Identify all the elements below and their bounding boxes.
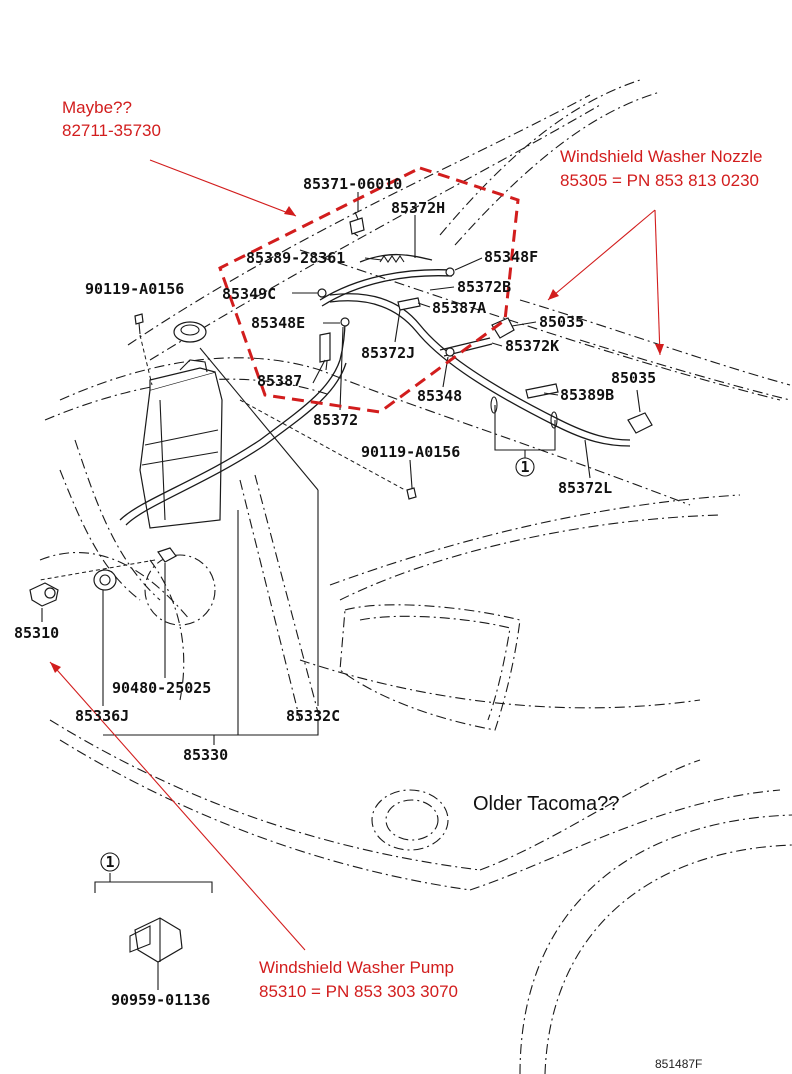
- part-label-85372: 85372: [313, 411, 358, 429]
- part-label-85387A: 85387A: [432, 299, 486, 317]
- part-label-85372K: 85372K: [505, 337, 559, 355]
- figure-code: 851487F: [655, 1057, 702, 1071]
- leader-lines: [41, 192, 641, 745]
- clip-bracket: [94, 881, 213, 893]
- part-label-90959-01136: 90959-01136: [111, 991, 210, 1009]
- washer-tank: [139, 359, 223, 529]
- note-pump-part-number: 85310 = PN 853 303 3070: [259, 982, 458, 1001]
- callout-circle: [100, 852, 120, 872]
- part-label-85336J: 85336J: [75, 707, 129, 725]
- nozzle-icon: [491, 317, 515, 339]
- part-label-90119-A0156: 90119-A0156: [85, 280, 184, 298]
- note-older-tacoma: Older Tacoma??: [473, 793, 619, 815]
- part-label-85332C: 85332C: [286, 707, 340, 725]
- grommet-icon: [93, 569, 117, 591]
- part-label-85035: 85035: [611, 369, 656, 387]
- note-maybe: Maybe??: [62, 98, 132, 117]
- part-label-85372J: 85372J: [361, 344, 415, 362]
- part-label-85348: 85348: [417, 387, 462, 405]
- red-annotations: [49, 159, 664, 951]
- part-label-85389B: 85389B: [560, 386, 614, 404]
- note-nozzle-title: Windshield Washer Nozzle: [560, 147, 763, 166]
- dotted-leaders: [39, 334, 406, 581]
- callout-number: 1: [520, 458, 529, 476]
- part-label-90119-A0156: 90119-A0156: [361, 443, 460, 461]
- part-label-85372L: 85372L: [558, 479, 612, 497]
- part-label-85035: 85035: [539, 313, 584, 331]
- part-label-85371-06010: 85371-06010: [303, 175, 402, 193]
- part-label-85348E: 85348E: [251, 314, 305, 332]
- washer-pump-icon: [29, 582, 59, 607]
- part-label-90480-25025: 90480-25025: [112, 679, 211, 697]
- part-label-85389-28361: 85389-28361: [246, 249, 345, 267]
- clip-callout-bracket: [490, 396, 558, 458]
- connector-icons: [317, 267, 455, 357]
- part-label-85349C: 85349C: [222, 285, 276, 303]
- part-label-85330: 85330: [183, 746, 228, 764]
- note-pump-title: Windshield Washer Pump: [259, 958, 454, 977]
- bolt-icon: [134, 313, 144, 335]
- bolt-icon: [406, 487, 417, 500]
- washer-hoses: [119, 211, 631, 526]
- part-label-85387: 85387: [257, 372, 302, 390]
- vehicle-outline: [39, 79, 792, 1074]
- part-label-85372H: 85372H: [391, 199, 445, 217]
- part-label-85310: 85310: [14, 624, 59, 642]
- note-nozzle-part-number: 85305 = PN 853 813 0230: [560, 171, 759, 190]
- part-label-85348F: 85348F: [484, 248, 538, 266]
- part-label-85372B: 85372B: [457, 278, 511, 296]
- clip-icon: [129, 917, 183, 963]
- nozzle-icon: [627, 412, 653, 434]
- filler-cap: [173, 321, 207, 343]
- note-maybe-part-number: 82711-35730: [62, 121, 161, 140]
- drain-plug-icon: [157, 547, 177, 563]
- callout-circle: [515, 457, 535, 477]
- callout-number: 1: [105, 853, 114, 871]
